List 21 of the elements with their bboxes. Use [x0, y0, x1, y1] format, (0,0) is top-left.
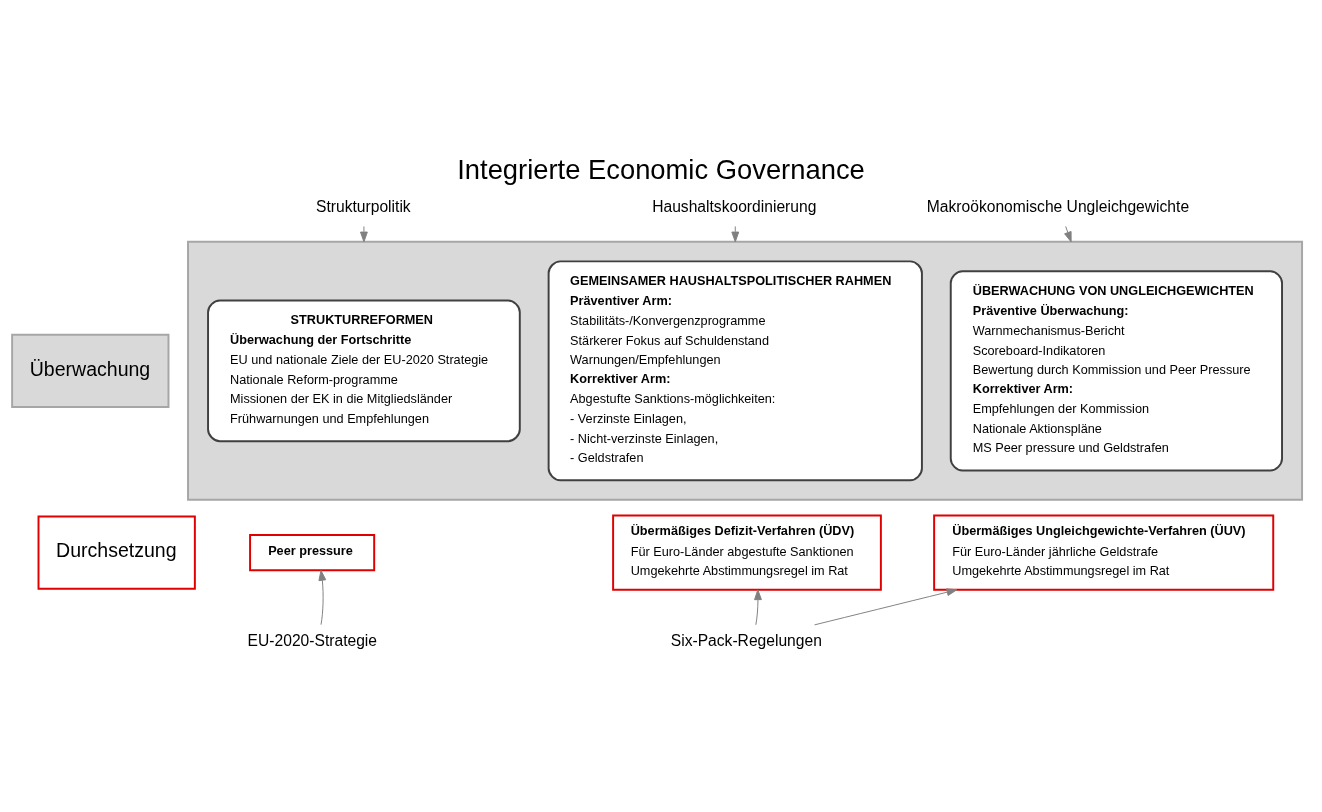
node-box: STRUKTURREFORMEN Überwachung der Fortschritte EU und nationale Ziele der EU-2020 Strategie Nationale Reform-programme Missionen der EK in die Mitgliedsländer Frühwarnungen und Empfehlungen	[207, 299, 521, 442]
node-box: Übermäßiges Ungleichgewichte-Verfahren (ÜUV) Für Euro-Länder jährliche Geldstrafe Umgekehrte Abstimmungsregel im Rat	[933, 514, 1275, 591]
arrow	[731, 225, 740, 242]
node-text: EU-2020-Strategie	[247, 631, 378, 649]
node-box: GEMEINSAMER HAUSHALTSPOLITISCHER RAHMEN Präventiver Arm: Stabilitäts-/Konvergenzprogramme Stärkerer Fokus auf Schuldenstand Warnungen/Empfehlungen Korrektiver Arm: Abgestufte Sanktions-möglichkeiten: - Verzinste Einlagen, - Nicht-verzinste Einlagen, - Geldstrafen	[547, 259, 923, 481]
arrow	[1064, 225, 1072, 242]
diagram-title: Integrierte Economic Governance	[457, 153, 865, 185]
node-text: Six-Pack-Regelungen	[670, 631, 822, 649]
node-box: Peer pressure	[249, 533, 376, 571]
arrow	[754, 588, 762, 625]
node-text: Haushaltskoordinierung	[652, 197, 817, 215]
node-box: Überwachung	[11, 333, 170, 408]
node-text: Makroökonomische Ungleichgewichte	[926, 197, 1190, 215]
node-box: Durchsetzung	[37, 514, 196, 590]
node-box: ÜBERWACHUNG VON UNGLEICHGEWICHTEN Präventive Überwachung: Warnmechanismus-Bericht Scoreboard-Indikatoren Bewertung durch Kommission und Peer Pressure Korrektiver Arm: Empfehlungen der Kommission Nationale Aktionspläne MS Peer pressure und Geldstrafen	[949, 269, 1283, 471]
arrow	[814, 587, 958, 625]
node-text: Strukturpolitik	[316, 197, 411, 215]
arrow	[318, 569, 327, 625]
arrow	[360, 225, 368, 242]
node-box: Übermäßiges Defizit-Verfahren (ÜDV) Für Euro-Länder abgestufte Sanktionen Umgekehrte Abstimmungsregel im Rat	[612, 514, 882, 591]
cluster	[187, 240, 1304, 501]
